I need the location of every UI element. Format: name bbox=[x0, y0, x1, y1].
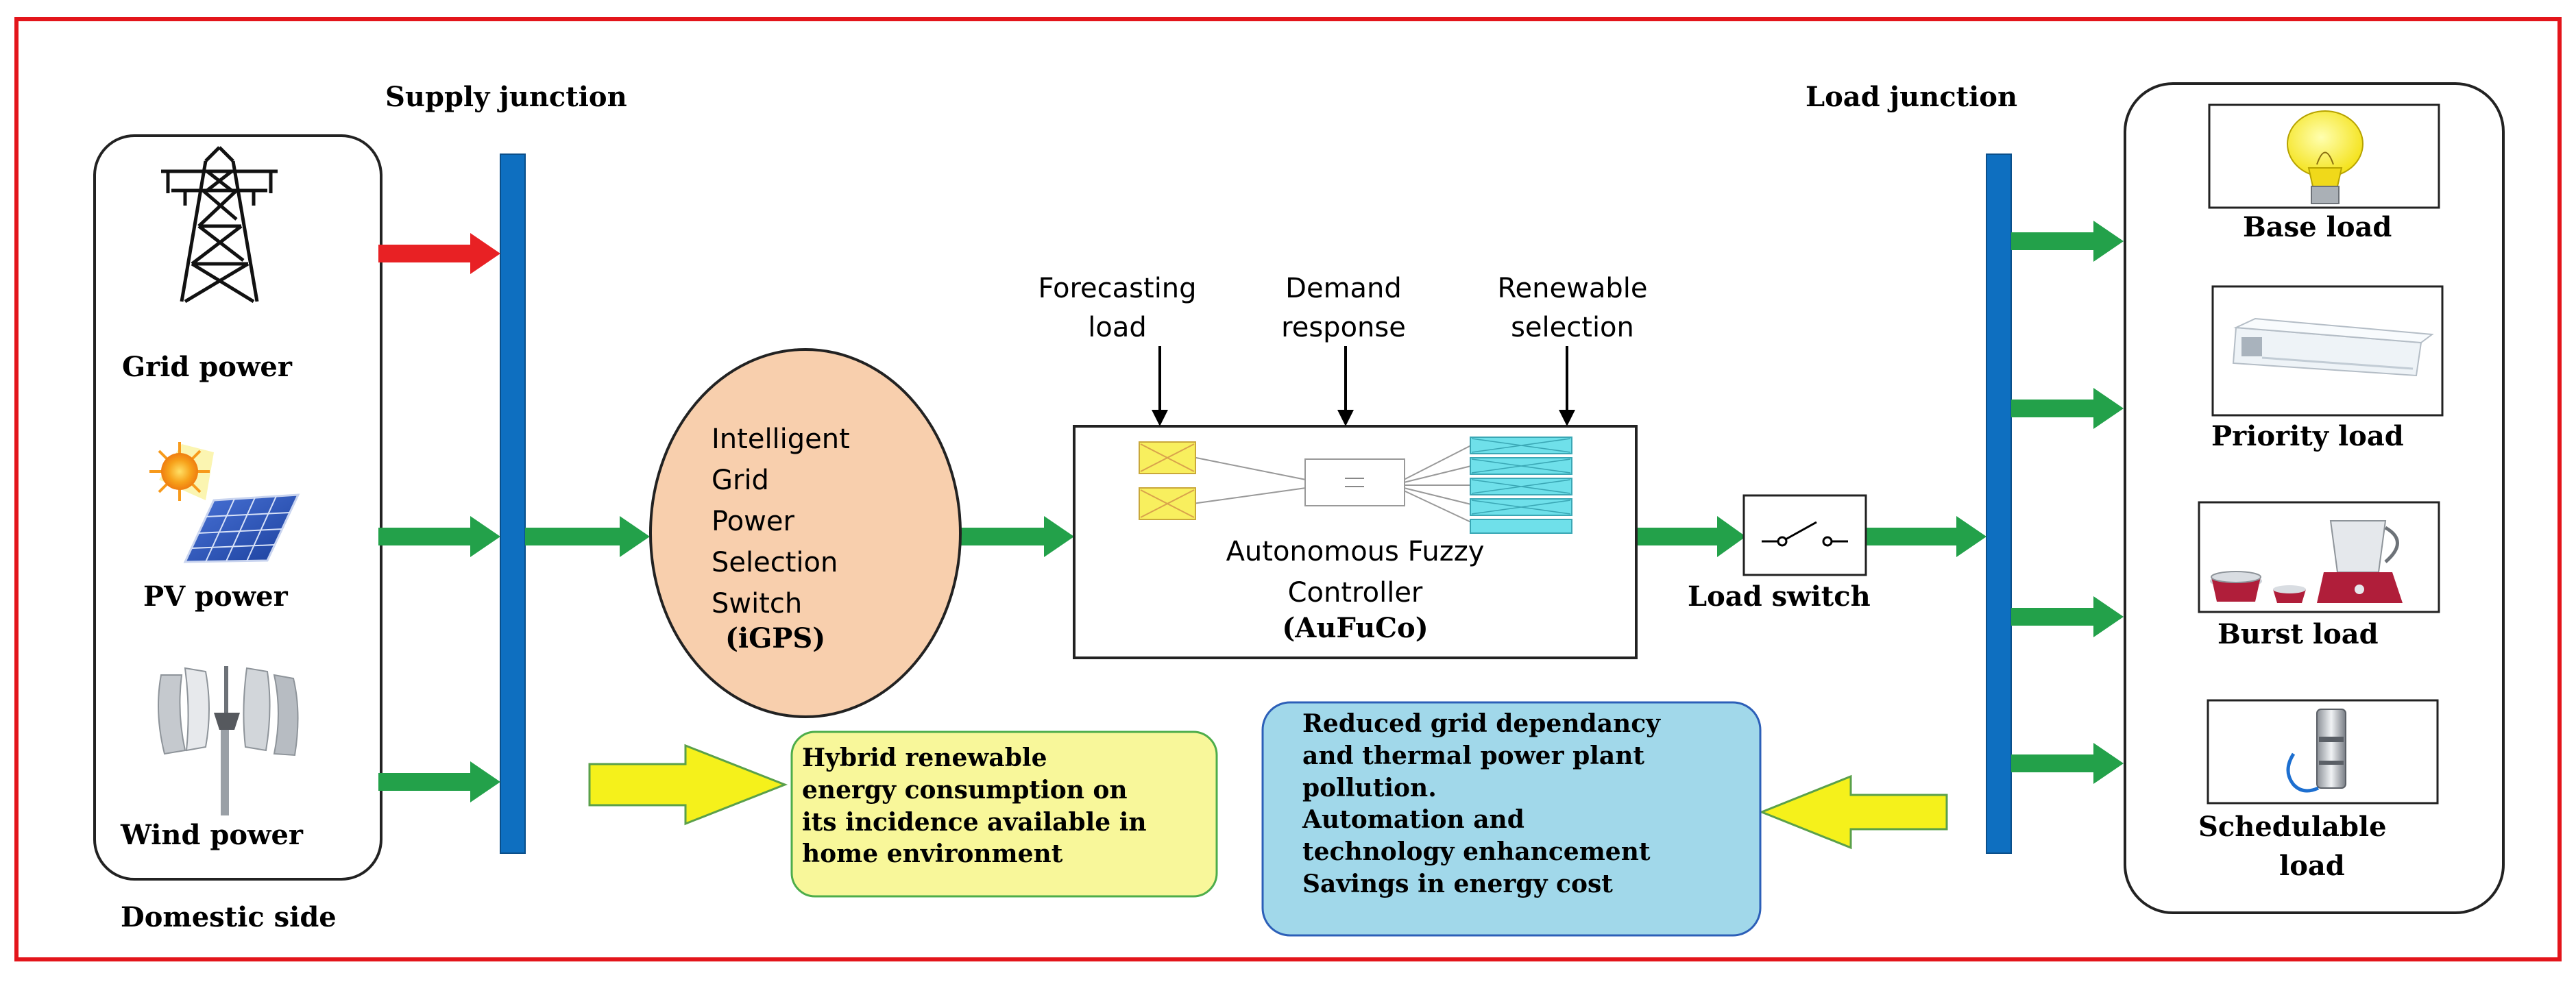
igps-ellipse bbox=[649, 348, 962, 718]
forecasting-label-1: Forecasting bbox=[1038, 273, 1197, 304]
igps-line-1: Intelligent bbox=[712, 424, 850, 455]
controller-line-2: Controller bbox=[1287, 577, 1423, 609]
pv-power-label: PV power bbox=[143, 580, 288, 613]
bus-to-igps-arrow bbox=[525, 516, 650, 557]
renewable-label-2: selection bbox=[1511, 312, 1634, 343]
hybrid-note-line-2: energy consumption on bbox=[802, 775, 1128, 805]
hybrid-note-line-3: its incidence available in bbox=[802, 807, 1147, 837]
controller-abbr: (AuFuCo) bbox=[1282, 612, 1429, 644]
priority-load-label: Priority load bbox=[2211, 420, 2404, 452]
demand-label-1: Demand bbox=[1285, 273, 1402, 304]
controller-to-switch-arrow bbox=[1635, 516, 1746, 557]
base-load-label: Base load bbox=[2243, 211, 2392, 243]
load-junction-label: Load junction bbox=[1806, 81, 2018, 113]
switch-icon bbox=[1762, 521, 1848, 547]
bus-to-priority-load-arrow bbox=[2011, 388, 2124, 429]
switch-to-bus-arrow bbox=[1866, 516, 1986, 557]
load-junction-bus bbox=[1986, 154, 2012, 854]
outer-frame bbox=[14, 17, 2562, 961]
benefits-note-text: Reduced grid dependancy and thermal powe… bbox=[1302, 708, 1660, 900]
igps-line-2: Grid bbox=[712, 465, 769, 496]
demand-label-2: response bbox=[1281, 312, 1406, 343]
bus-to-burst-load-arrow bbox=[2011, 596, 2124, 637]
benefits-note-line-1: Reduced grid dependancy bbox=[1302, 709, 1661, 738]
forecasting-input-arrow bbox=[1152, 346, 1168, 426]
domestic-side-label: Domestic side bbox=[121, 901, 337, 933]
grid-power-label: Grid power bbox=[122, 351, 292, 383]
controller-line-1: Autonomous Fuzzy bbox=[1226, 536, 1485, 567]
transmission-tower-icon bbox=[161, 146, 278, 304]
yellow-arrow-left bbox=[1758, 774, 1948, 850]
benefits-note-line-3: pollution. bbox=[1302, 773, 1437, 802]
schedulable-load-label-1: Schedulable bbox=[2198, 811, 2387, 843]
renewable-label-1: Renewable bbox=[1497, 273, 1648, 304]
benefits-note-box bbox=[1261, 701, 1762, 937]
solar-panel-icon bbox=[149, 442, 300, 563]
pv-arrow bbox=[378, 516, 500, 557]
benefits-note-line-2: and thermal power plant bbox=[1302, 741, 1645, 770]
domestic-side-box bbox=[93, 134, 382, 881]
bus-to-schedulable-load-arrow bbox=[2011, 743, 2124, 784]
vertical-wind-turbine-icon bbox=[158, 666, 299, 815]
igps-line-3: Power bbox=[712, 506, 794, 537]
demand-input-arrow bbox=[1337, 346, 1354, 426]
load-side-box bbox=[2124, 82, 2505, 914]
hybrid-note-box bbox=[790, 731, 1218, 898]
burst-load-label: Burst load bbox=[2217, 618, 2379, 650]
renewable-input-arrow bbox=[1559, 346, 1575, 426]
igps-to-controller-arrow bbox=[960, 516, 1074, 557]
supply-junction-label: Supply junction bbox=[385, 81, 627, 113]
benefits-note-line-5: technology enhancement bbox=[1302, 837, 1651, 867]
water-pump-icon bbox=[2286, 709, 2346, 793]
fuzzy-inference-icon bbox=[1139, 437, 1572, 534]
benefits-note-line-4: Automation and bbox=[1302, 805, 1524, 835]
mixer-grinder-icon bbox=[2210, 520, 2403, 603]
igps-abbr: (iGPS) bbox=[725, 622, 826, 654]
light-bulb-icon bbox=[2287, 110, 2364, 204]
bus-to-base-load-arrow bbox=[2011, 221, 2124, 262]
benefits-note-line-6: Savings in energy cost bbox=[1302, 869, 1613, 898]
yellow-arrow-right bbox=[588, 744, 788, 826]
schedulable-load-label-2: load bbox=[2279, 850, 2345, 882]
air-conditioner-icon bbox=[2232, 317, 2434, 377]
igps-line-5: Switch bbox=[712, 588, 803, 619]
load-switch-box bbox=[1742, 494, 1867, 576]
load-switch-label: Load switch bbox=[1688, 580, 1871, 613]
grid-arrow bbox=[378, 233, 500, 274]
forecasting-label-2: load bbox=[1088, 312, 1147, 343]
wind-power-label: Wind power bbox=[121, 819, 303, 851]
hybrid-note-text: Hybrid renewable energy consumption on i… bbox=[802, 742, 1147, 870]
igps-line-4: Selection bbox=[712, 547, 838, 578]
hybrid-note-line-1: Hybrid renewable bbox=[802, 744, 1047, 772]
supply-junction-bus bbox=[500, 154, 526, 854]
wind-arrow bbox=[378, 761, 500, 802]
hybrid-note-line-4: home environment bbox=[802, 839, 1063, 869]
